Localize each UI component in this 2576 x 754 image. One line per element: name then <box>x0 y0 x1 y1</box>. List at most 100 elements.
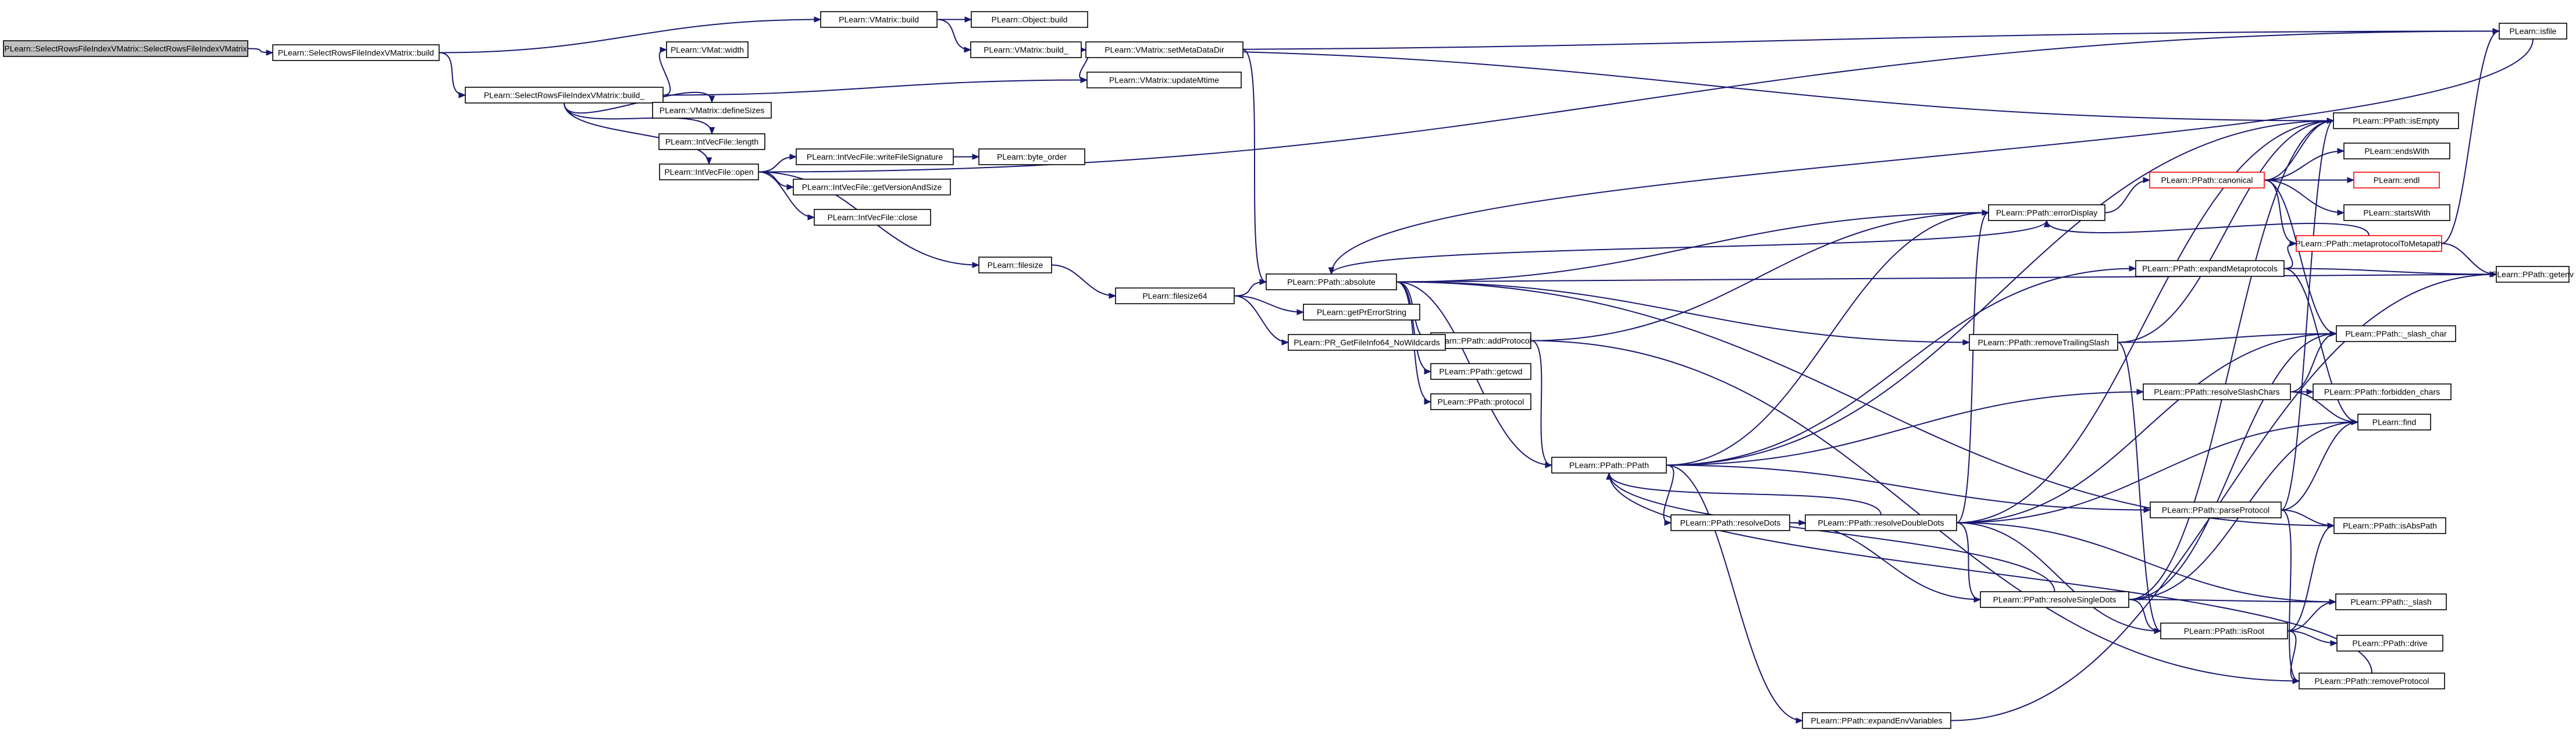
edge-n0-n1 <box>247 48 274 56</box>
graph-node-n44[interactable]: PLearn::PPath::resolveSingleDots <box>1980 591 2129 608</box>
graph-node-n40[interactable]: PLearn::PPath::parseProtocol <box>2150 502 2282 518</box>
graph-node-n49[interactable]: PLearn::PPath::expandEnvVariables <box>1802 712 1951 729</box>
edge-line <box>2264 150 2345 181</box>
graph-node-n35[interactable]: PLearn::PPath::forbidden_chars <box>2313 383 2452 400</box>
node-label: PLearn::byte_order <box>997 152 1067 162</box>
graph-node-n24[interactable]: PLearn::filesize <box>978 257 1052 273</box>
graph-node-n37[interactable]: PLearn::PPath::protocol <box>1430 393 1531 410</box>
arrowhead-icon <box>2289 240 2297 247</box>
graph-node-n8[interactable]: PLearn::VMatrix::updateMtime <box>1086 72 1242 88</box>
node-label: PLearn::PPath::getenv <box>2492 270 2574 279</box>
graph-node-n25[interactable]: PLearn::PPath::expandMetaprotocols <box>2135 260 2285 277</box>
node-label: PLearn::getPrErrorString <box>1317 308 1406 317</box>
graph-node-n30[interactable]: PLearn::PPath::_slash_char <box>2336 325 2456 342</box>
graph-node-n14[interactable]: PLearn::IntVecFile::writeFileSignature <box>796 148 954 165</box>
edge-n24-n28 <box>1051 264 1117 299</box>
arrowhead-icon <box>2129 265 2137 272</box>
graph-node-n23[interactable]: PLearn::PPath::metaprotocolToMetapath <box>2296 235 2443 252</box>
graph-node-n36[interactable]: PLearn::PPath::getcwd <box>1430 363 1531 380</box>
arrowhead-icon <box>2136 389 2144 395</box>
graph-node-n33[interactable]: PLearn::PR_GetFileInfo64_NoWildcards <box>1288 334 1446 351</box>
graph-node-n31[interactable]: PLearn::PPath::removeTrailingSlash <box>1969 334 2118 351</box>
edge-n43-n30 <box>1956 330 2338 524</box>
graph-node-n19[interactable]: PLearn::IntVecFile::getVersionAndSize <box>793 179 951 195</box>
node-box <box>1551 457 1667 474</box>
edge-n9-n6 <box>658 47 671 96</box>
edge-line <box>2287 525 2335 632</box>
graph-node-n5[interactable]: PLearn::isfile <box>2499 23 2567 40</box>
node-box <box>2296 235 2442 252</box>
graph-node-n4[interactable]: PLearn::VMatrix::build_ <box>970 41 1082 58</box>
graph-node-n6[interactable]: PLearn::VMat::width <box>666 41 749 58</box>
graph-node-n27[interactable]: PLearn::PPath::absolute <box>1266 273 1397 290</box>
graph-node-n42[interactable]: PLearn::PPath::resolveDots <box>1670 514 1790 531</box>
graph-node-n12[interactable]: PLearn::IntVecFile::length <box>658 133 765 150</box>
graph-node-n0[interactable]: PLearn::SelectRowsFileIndexVMatrix::Sele… <box>3 40 248 57</box>
graph-node-n43[interactable]: PLearn::PPath::resolveDoubleDots <box>1805 514 1957 531</box>
edge-n46-n41 <box>2287 522 2335 632</box>
graph-node-n16[interactable]: PLearn::IntVecFile::open <box>659 163 759 180</box>
edge-n39-n40 <box>1666 464 2151 513</box>
node-box <box>2353 172 2440 188</box>
edge-line <box>1608 472 2055 592</box>
graph-node-n11[interactable]: PLearn::PPath::isEmpty <box>2333 112 2459 129</box>
node-box <box>2160 623 2288 639</box>
edge-line <box>2283 243 2297 269</box>
edge-line <box>2117 120 2334 343</box>
node-box <box>2357 414 2431 431</box>
graph-node-n32[interactable]: PLearn::PPath::addProtocol <box>1430 332 1531 349</box>
edge-line <box>1956 522 1981 600</box>
node-box <box>2336 635 2443 652</box>
graph-node-n48[interactable]: PLearn::PPath::removeProtocol <box>2299 673 2445 689</box>
edge-n9-n8 <box>662 77 1088 96</box>
graph-node-n3[interactable]: PLearn::Object::build <box>971 11 1088 28</box>
node-label: PLearn::PR_GetFileInfo64_NoWildcards <box>1294 338 1440 347</box>
graph-node-n20[interactable]: PLearn::IntVecFile::close <box>814 209 931 226</box>
edge-line <box>2441 243 2497 275</box>
arrowhead-icon <box>972 154 980 160</box>
node-box <box>666 41 749 58</box>
graph-node-n22[interactable]: PLearn::startsWith <box>2343 204 2450 221</box>
graph-node-n13[interactable]: PLearn::endsWith <box>2343 143 2450 159</box>
graph-node-n38[interactable]: PLearn::find <box>2357 414 2431 431</box>
graph-node-n45[interactable]: PLearn::PPath::_slash <box>2335 593 2447 610</box>
graph-node-n2[interactable]: PLearn::VMatrix::build <box>820 11 938 28</box>
graph-node-n28[interactable]: PLearn::filesize64 <box>1115 287 1235 304</box>
graph-node-n7[interactable]: PLearn::VMatrix::setMetaDataDir <box>1085 41 1244 58</box>
node-label: PLearn::PPath::isEmpty <box>2353 116 2439 126</box>
node-box <box>2343 204 2450 221</box>
node-label: PLearn::startsWith <box>2363 208 2430 218</box>
edge-line <box>936 19 971 51</box>
graph-node-n39[interactable]: PLearn::PPath::PPath <box>1551 457 1667 474</box>
graph-node-n10[interactable]: PLearn::VMatrix::defineSizes <box>652 102 772 119</box>
node-box <box>1086 72 1242 88</box>
graph-node-n47[interactable]: PLearn::PPath::drive <box>2336 635 2443 652</box>
graph-node-n1[interactable]: PLearn::SelectRowsFileIndexVMatrix::buil… <box>272 44 440 61</box>
edge-n40-n38 <box>2281 419 2359 511</box>
edge-line <box>1789 522 1981 600</box>
arrowhead-icon <box>1606 472 1612 480</box>
graph-node-n41[interactable]: PLearn::PPath::isAbsPath <box>2333 517 2446 534</box>
graph-node-n21[interactable]: PLearn::PPath::errorDisplay <box>1988 204 2105 221</box>
graph-node-n26[interactable]: PLearn::PPath::getenv <box>2492 266 2574 283</box>
node-box <box>793 179 951 195</box>
edge-n16-n20 <box>758 171 815 220</box>
edge-n32-n21 <box>1530 209 1990 342</box>
graph-node-n34[interactable]: PLearn::PPath::resolveSlashChars <box>2143 383 2291 400</box>
edge-line <box>1663 464 1674 524</box>
graph-node-n17[interactable]: PLearn::PPath::canonical <box>2149 172 2265 188</box>
graph-node-n9[interactable]: PLearn::SelectRowsFileIndexVMatrix::buil… <box>465 87 664 104</box>
graph-node-n46[interactable]: PLearn::PPath::isRoot <box>2160 623 2288 639</box>
arrowhead-icon <box>1795 717 1804 724</box>
graph-node-n18[interactable]: PLearn::endl <box>2353 172 2440 188</box>
graph-node-n15[interactable]: PLearn::byte_order <box>978 148 1085 165</box>
arrowhead-icon <box>1328 267 1335 275</box>
node-box <box>2343 143 2450 159</box>
edge-line <box>1666 120 2334 466</box>
arrowhead-icon <box>786 184 794 190</box>
edge-n2-n4 <box>936 19 972 53</box>
graph-node-n29[interactable]: PLearn::getPrErrorString <box>1303 304 1420 321</box>
edge-n23-n21 <box>2043 219 2370 236</box>
arrowhead-icon <box>2492 28 2500 34</box>
